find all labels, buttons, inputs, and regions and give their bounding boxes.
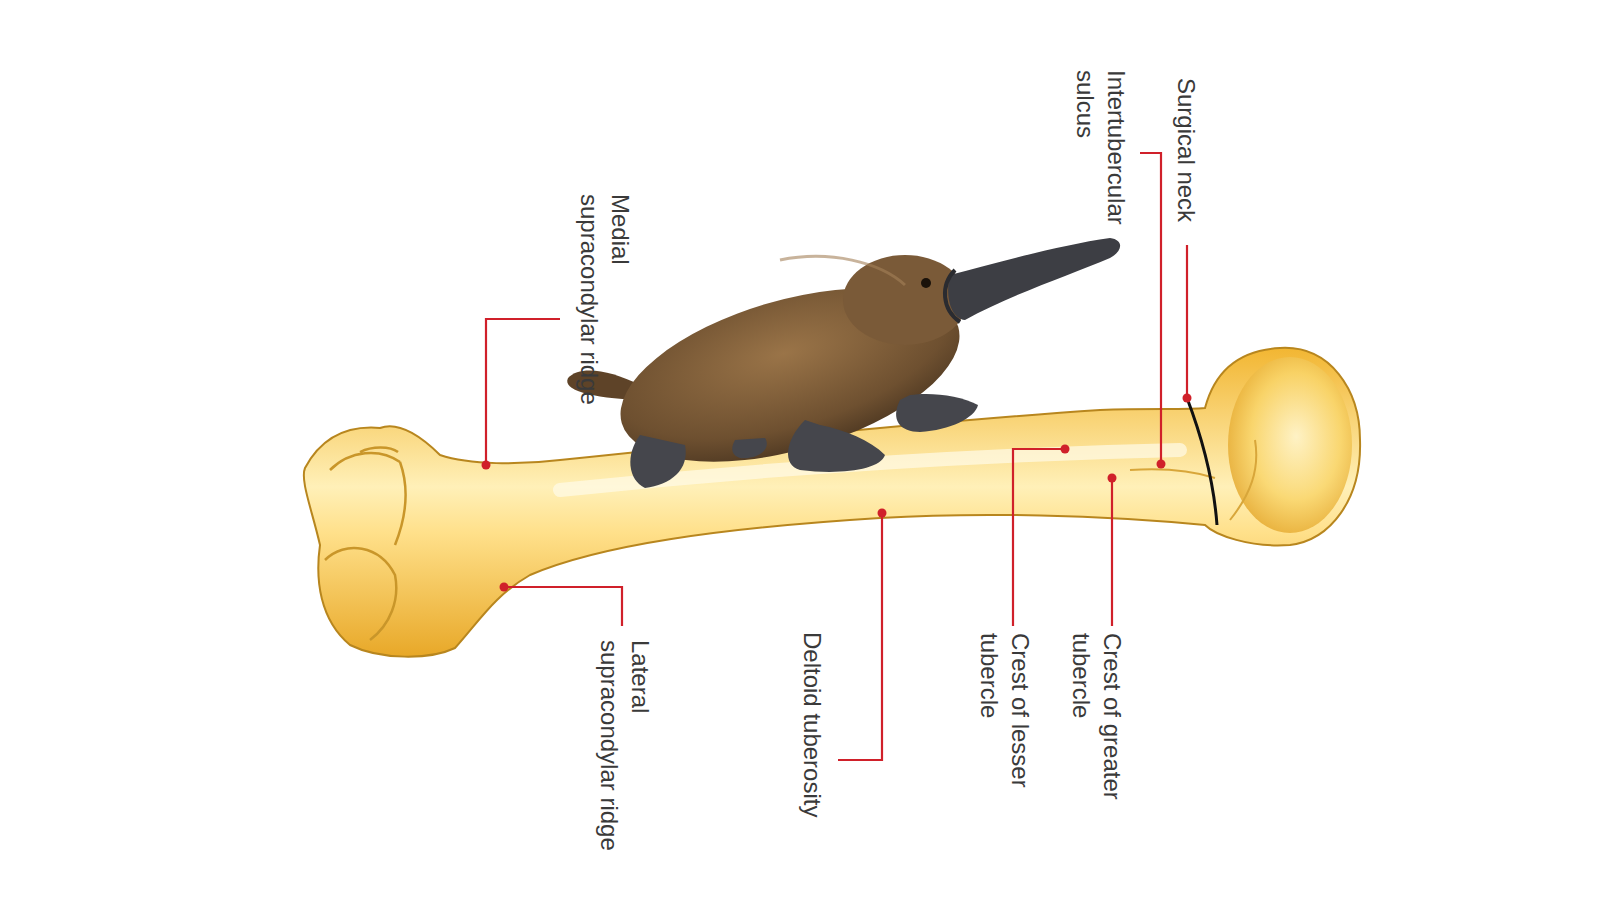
- part-label: Surgical neck: [1171, 78, 1202, 222]
- leader-dots: [482, 394, 1192, 592]
- surgical-neck-line: [1187, 398, 1217, 525]
- bone-detail: [1130, 440, 1256, 520]
- part-label: Crest of greater tubercle: [1066, 633, 1128, 808]
- humeral-head: [1228, 357, 1352, 533]
- part-label: Lateral supracondylar ridge: [594, 640, 656, 858]
- bone-detail: [325, 448, 405, 641]
- part-label: Medial supracondylar ridge: [574, 194, 636, 412]
- part-label: Intertubercular sulcus: [1070, 70, 1132, 250]
- part-label: Crest of lesser tubercle: [974, 633, 1036, 808]
- part-label: Deltoid tuberosity: [797, 632, 828, 817]
- platypus-illustration: [567, 238, 1120, 495]
